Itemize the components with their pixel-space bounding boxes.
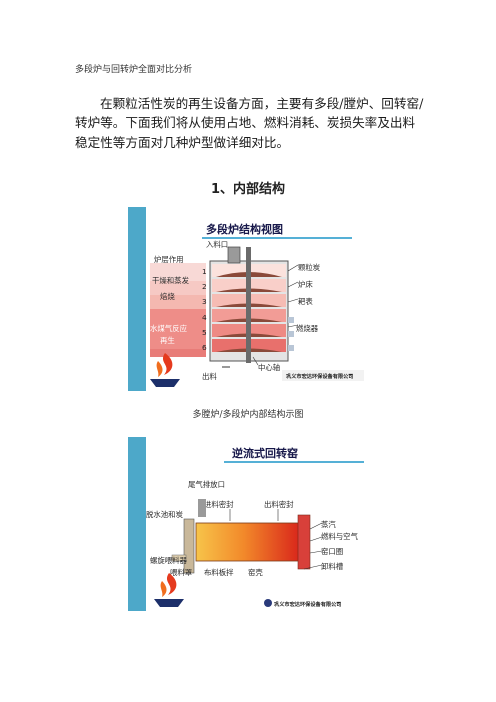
hearth-number: 5 bbox=[202, 328, 207, 337]
intro-paragraph: 在颗粒活性炭的再生设备方面，主要有多段/膛炉、回转窑/转炉等。下面我们将从使用占… bbox=[75, 96, 424, 150]
kiln-body bbox=[171, 499, 323, 574]
kiln-shell-label: 窑壳 bbox=[248, 568, 263, 577]
steam-label: 蒸汽 bbox=[321, 520, 336, 529]
company-name: 巩义市宏达环保设备有限公司 bbox=[274, 602, 342, 608]
company-mark-icon bbox=[264, 599, 272, 607]
inlet-label: 入料口 bbox=[206, 240, 229, 249]
doc-header: 多段炉与回转炉全面对比分析 bbox=[75, 65, 193, 75]
company-box bbox=[282, 370, 364, 381]
material-plate-label: 布料板拌 bbox=[204, 568, 234, 577]
hearth-number: 6 bbox=[202, 343, 207, 352]
fuel-air-label: 燃料与空气 bbox=[321, 532, 358, 541]
section-title: 1、内部结构 bbox=[210, 182, 286, 197]
dry-zone bbox=[150, 263, 206, 281]
figure-title: 逆流式回转窑 bbox=[232, 447, 298, 460]
company-name: 巩义市宏达环保设备有限公司 bbox=[286, 374, 354, 380]
dry-label: 干燥和蒸发 bbox=[152, 276, 189, 285]
hearth-number: 2 bbox=[202, 282, 207, 291]
figure-caption: 多膛炉/多段炉内部结构示图 bbox=[192, 410, 304, 420]
title-underline bbox=[202, 237, 352, 239]
hearth-number: 3 bbox=[202, 297, 207, 306]
bake-label: 焙烧 bbox=[160, 292, 175, 301]
hearth-label: 炉床 bbox=[298, 280, 313, 289]
bake-zone bbox=[150, 281, 206, 295]
dewater-label: 脱水池和炭 bbox=[146, 510, 183, 519]
figure-title: 多段炉结构视图 bbox=[206, 223, 283, 236]
regen-label: 再生 bbox=[160, 336, 175, 345]
exhaust-label: 尾气排放口 bbox=[188, 480, 225, 489]
burner-label: 燃烧器 bbox=[296, 324, 319, 333]
feed-cover-label: 喂料罩 bbox=[170, 568, 193, 577]
hearth-number: 1 bbox=[202, 267, 207, 276]
multi-hearth-diagram: 多段炉结构视图 入料口 炉层作用 干燥和蒸发 焙烧 水煤气反应 再生 1 2 3… bbox=[128, 207, 368, 391]
company-logo-icon bbox=[154, 573, 184, 607]
rotary-kiln-diagram: 逆流式回转窑 尾气排放口 进料密封 出料密封 脱水池和炭 蒸汽 燃料与空气 窑口… bbox=[128, 437, 368, 611]
furnace-body bbox=[209, 246, 299, 368]
outlet-seal-label: 出料密封 bbox=[264, 500, 294, 509]
bake-zone-2 bbox=[150, 295, 206, 309]
screw-feeder-label: 螺旋喂料器 bbox=[150, 556, 187, 565]
outlet-label: 出料 bbox=[202, 372, 217, 381]
figure-sidebar bbox=[128, 207, 146, 391]
figure-sidebar bbox=[128, 437, 146, 611]
feed-seal-label: 进料密封 bbox=[204, 500, 234, 509]
rake-label: 耙表 bbox=[298, 297, 313, 306]
company-logo-icon bbox=[150, 353, 180, 387]
regen-zone bbox=[150, 349, 206, 357]
layers-label: 炉层作用 bbox=[154, 255, 184, 264]
steam-zone bbox=[150, 309, 206, 349]
shaft-label: 中心轴 bbox=[258, 363, 281, 372]
title-underline bbox=[224, 461, 364, 463]
granular-carbon-label: 颗粒炭 bbox=[298, 263, 321, 272]
steam-label: 水煤气反应 bbox=[150, 324, 187, 333]
discharge-label: 卸料槽 bbox=[321, 562, 344, 571]
kiln-ring-label: 窑口圈 bbox=[321, 547, 344, 556]
hearth-number: 4 bbox=[202, 313, 207, 322]
